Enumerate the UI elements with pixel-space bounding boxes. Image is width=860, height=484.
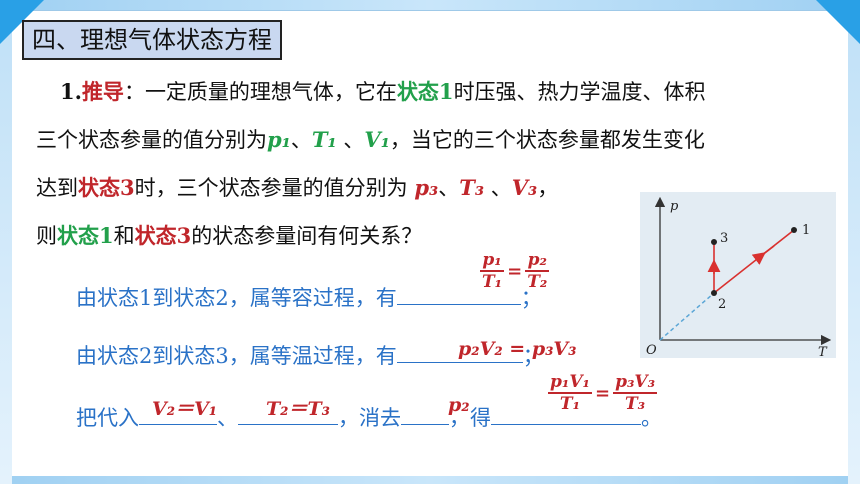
y-axis-label: p: [670, 199, 679, 214]
x-axis-label: T: [818, 345, 828, 358]
para-text: 时，三个状态参量的值分别为: [134, 176, 415, 200]
state-3-label: 状态3: [134, 223, 192, 248]
point-1-label: 1: [802, 223, 810, 238]
blank-t: [238, 402, 338, 425]
para-text: 一定质量的理想气体，它在: [144, 80, 397, 104]
para-text: 的状态参量间有何关系？: [191, 224, 423, 248]
para-line-4: 则状态1和状态3的状态参量间有何关系？: [36, 220, 422, 250]
step-3-end: 。: [641, 406, 662, 430]
var-V1: V₁: [364, 127, 390, 152]
step-2-text: 由状态2到状态3，属等温过程，有: [76, 344, 397, 368]
frame-left-bar: [0, 0, 12, 484]
para-text: 则: [36, 224, 57, 248]
state-3-label: 状态3: [78, 175, 135, 200]
step-2-answer: p₂V₂ = p₃V₃: [458, 338, 577, 360]
step-2-blank: [396, 340, 523, 363]
corner-decoration-right: [816, 0, 860, 44]
step-2-line: 由状态2到状态3，属等温过程，有 ；: [76, 340, 544, 370]
var-p3: p₃: [414, 175, 439, 200]
frame-rule: [12, 10, 848, 11]
separator: 、: [290, 128, 312, 152]
blank-result: [491, 402, 641, 425]
answer-p2: p₂: [448, 394, 470, 416]
point-3: [711, 239, 717, 245]
step-1-line: 由状态1到状态2，属等容过程，有 ；: [76, 282, 542, 312]
dashed-extension: [659, 292, 715, 341]
step-1-text: 由状态1到状态2，属等容过程，有: [76, 286, 397, 310]
para-text: ，: [537, 176, 559, 200]
separator: 、: [484, 176, 512, 200]
p-t-diagram-svg: p T O 1 2 3: [646, 196, 832, 360]
step-3-line: 把代入 、 ，消去 ，得 。: [76, 402, 662, 432]
item-number: 1.: [60, 79, 82, 104]
var-T1: T₁: [311, 127, 337, 152]
item-colon: ：: [123, 80, 145, 104]
separator: 、: [336, 128, 365, 152]
para-line-1: 1.推导：一定质量的理想气体，它在状态1时压强、热力学温度、体积: [60, 76, 706, 106]
state-1-label: 状态1: [396, 79, 454, 104]
blank-v: [139, 402, 217, 425]
step-3-text: ，消去: [338, 406, 401, 430]
step-1-blank: [396, 282, 521, 305]
var-V3: V₃: [511, 175, 538, 200]
var-T3: T₃: [459, 175, 485, 200]
blank-p: [401, 402, 449, 425]
step-3-text: ，得: [449, 406, 491, 430]
para-line-2: 三个状态参量的值分别为p₁、T₁ 、V₁，当它的三个状态参量都发生变化: [36, 124, 705, 154]
section-title: 四、理想气体状态方程: [22, 20, 282, 60]
equals-sign: =: [507, 260, 523, 282]
var-p1: p₁: [267, 127, 291, 152]
para-text: 达到: [36, 176, 78, 200]
arrow-1-to-2: [751, 245, 775, 265]
answer-v2-v1: V₂＝V₁: [152, 398, 218, 420]
point-3-label: 3: [720, 231, 728, 246]
frame-bottom-bar: [0, 476, 860, 484]
origin-label: O: [646, 343, 657, 358]
step-1-end: ；: [520, 286, 542, 310]
para-text: 三个状态参量的值分别为: [36, 128, 267, 152]
state-1-label: 状态1: [57, 223, 114, 248]
para-line-3: 达到状态3时，三个状态参量的值分别为 p₃、T₃ 、V₃，: [36, 172, 558, 202]
step-2-end: ；: [522, 344, 544, 368]
separator: 、: [438, 176, 460, 200]
frame-right-bar: [848, 0, 860, 484]
para-text: 时压强、热力学温度、体积: [453, 80, 706, 104]
answer-t2-t3: T₂＝T₃: [266, 398, 330, 420]
para-text: 和: [113, 224, 135, 248]
point-2-label: 2: [718, 297, 726, 312]
step-3-text: 把代入: [76, 406, 139, 430]
point-2: [711, 290, 717, 296]
item-label: 推导: [81, 79, 124, 104]
equals-sign: =: [594, 382, 611, 404]
para-text: ，当它的三个状态参量都发生变化: [389, 128, 705, 152]
p-t-diagram: p T O 1 2 3: [640, 192, 836, 360]
point-1: [791, 227, 797, 233]
frame-top-bar: [0, 0, 860, 10]
step-3-text: 、: [217, 406, 238, 430]
